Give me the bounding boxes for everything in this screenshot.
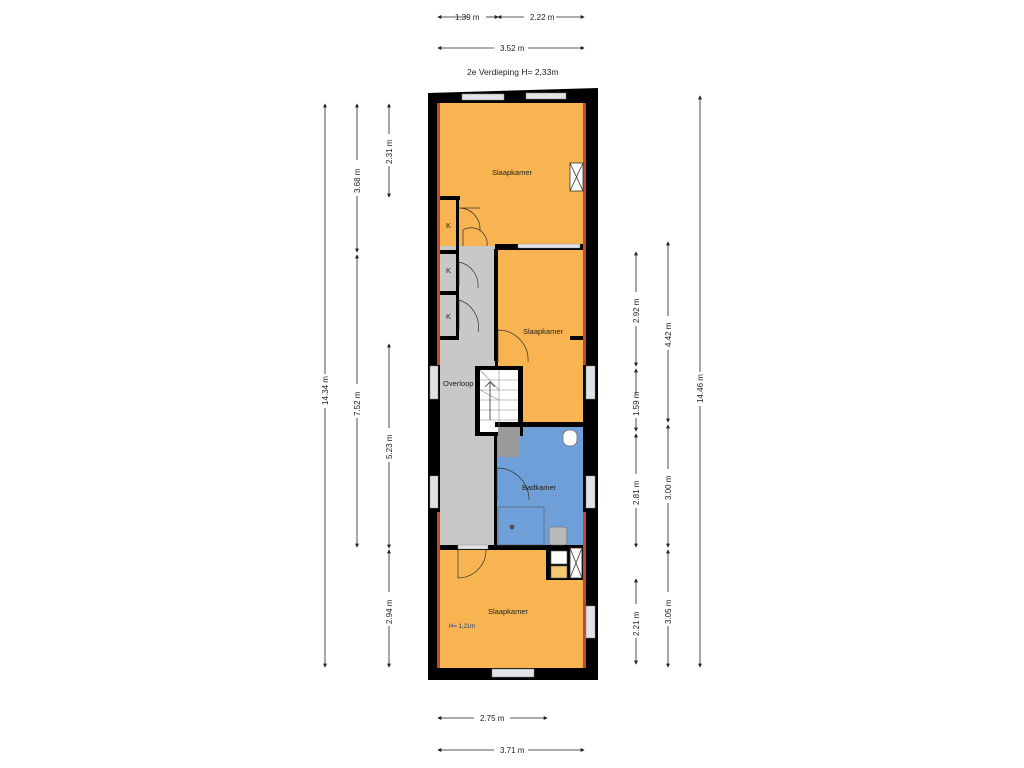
drain-icon — [509, 524, 515, 530]
dim-left-lower: 7.52 m — [353, 391, 362, 416]
sink-icon — [548, 526, 568, 546]
wall-bath-left — [494, 434, 497, 548]
dim-left-overall: 14.34 m — [321, 376, 330, 405]
wall-bottom-top — [440, 545, 583, 550]
closet-3 — [442, 296, 457, 336]
radiator-cross-icon — [569, 162, 584, 192]
vent-cross-icon — [569, 547, 583, 579]
shower-tray — [497, 506, 545, 546]
boiler-icon — [550, 565, 568, 579]
label-bathroom: Badkamer — [522, 483, 557, 492]
dim-left-room-bottom: 2.94 m — [385, 599, 394, 624]
dim-top-left: 1.39 m — [455, 13, 480, 22]
dim-right-seg-2: 1.59 m — [632, 391, 641, 416]
room-bedroom-top — [440, 103, 583, 246]
stair-arrow-icon — [484, 381, 496, 420]
dim-right-seg-3: 2.81 m — [632, 480, 641, 505]
bath-right-block — [583, 427, 589, 460]
label-closet-1: K — [446, 221, 451, 230]
floor-title: 2e Verdieping H= 2,33m — [467, 67, 558, 77]
brick-left-bottom — [437, 512, 440, 668]
dim-bottom-total: 3.71 m — [500, 746, 525, 755]
dim-top-right: 2.22 m — [530, 13, 555, 22]
window-top-left — [461, 93, 505, 101]
wall-closet-div-1 — [440, 250, 459, 254]
label-closet-2: K — [446, 266, 451, 275]
door-opening-bottom — [457, 544, 489, 550]
dim-right-outer-1: 4.42 m — [664, 322, 673, 347]
bath-corner — [498, 427, 520, 457]
dim-left-room-top: 2.31 m — [385, 139, 394, 164]
dim-left-upper: 3.68 m — [353, 168, 362, 193]
left-dimensions: 14.34 m 3.68 m 7.52 m 2.31 m 5.23 m 2.94… — [321, 103, 394, 668]
brick-right-top — [583, 103, 586, 365]
window-right-3 — [585, 605, 596, 639]
door-opening-top — [517, 243, 581, 249]
brick-left-top — [437, 103, 440, 365]
wall-bath-top — [495, 422, 585, 427]
label-bedroom-bottom: Slaapkamer — [488, 607, 529, 616]
window-right-2 — [585, 475, 596, 509]
label-bedroom-top: Slaapkamer — [492, 168, 533, 177]
window-top-right — [525, 92, 567, 100]
top-dimensions: 1.39 m 2.22 m 3.52 m — [437, 13, 585, 53]
door-swings — [457, 207, 530, 579]
label-bottom-height: H= 1,21m — [449, 624, 475, 630]
label-closet-3: K — [446, 312, 451, 321]
wall-middle-left — [494, 249, 498, 361]
label-bedroom-middle: Slaapkamer — [523, 327, 564, 336]
dim-right-outer-2: 3.00 m — [664, 475, 673, 500]
dim-right-outer-3: 3.05 m — [664, 599, 673, 624]
window-right-1 — [585, 365, 596, 400]
bedroom-middle-nook — [570, 336, 583, 340]
washing-machine-icon — [550, 550, 568, 565]
right-dimensions: 2.92 m 1.59 m 2.81 m 2.21 m 4.42 m 3.00 … — [632, 95, 705, 668]
wall-closet-vertical — [456, 198, 459, 338]
dim-left-middle: 5.23 m — [385, 434, 394, 459]
stair-treads — [479, 369, 518, 432]
dim-top-total: 3.52 m — [500, 44, 525, 53]
dim-right-seg-4: 2.21 m — [632, 611, 641, 636]
dim-right-overall: 14.46 m — [696, 374, 705, 403]
closet-1 — [442, 200, 457, 246]
dim-bottom-inner: 2.75 m — [480, 714, 505, 723]
dim-right-seg-1: 2.92 m — [632, 298, 641, 323]
label-landing: Overloop — [443, 379, 473, 388]
closet-2 — [442, 255, 457, 291]
bottom-dimensions: 2.75 m 3.71 m — [437, 714, 585, 755]
brick-right-bottom — [583, 512, 586, 668]
window-bottom — [491, 668, 535, 678]
wall-closet-bottom — [440, 336, 459, 340]
wall-closet-top — [440, 196, 460, 200]
room-stair-area — [440, 246, 495, 250]
window-left-1 — [429, 365, 439, 400]
building — [428, 88, 598, 680]
toilet-icon — [562, 429, 578, 447]
wall-closet-div-2 — [440, 291, 459, 295]
window-left-2 — [429, 475, 439, 509]
